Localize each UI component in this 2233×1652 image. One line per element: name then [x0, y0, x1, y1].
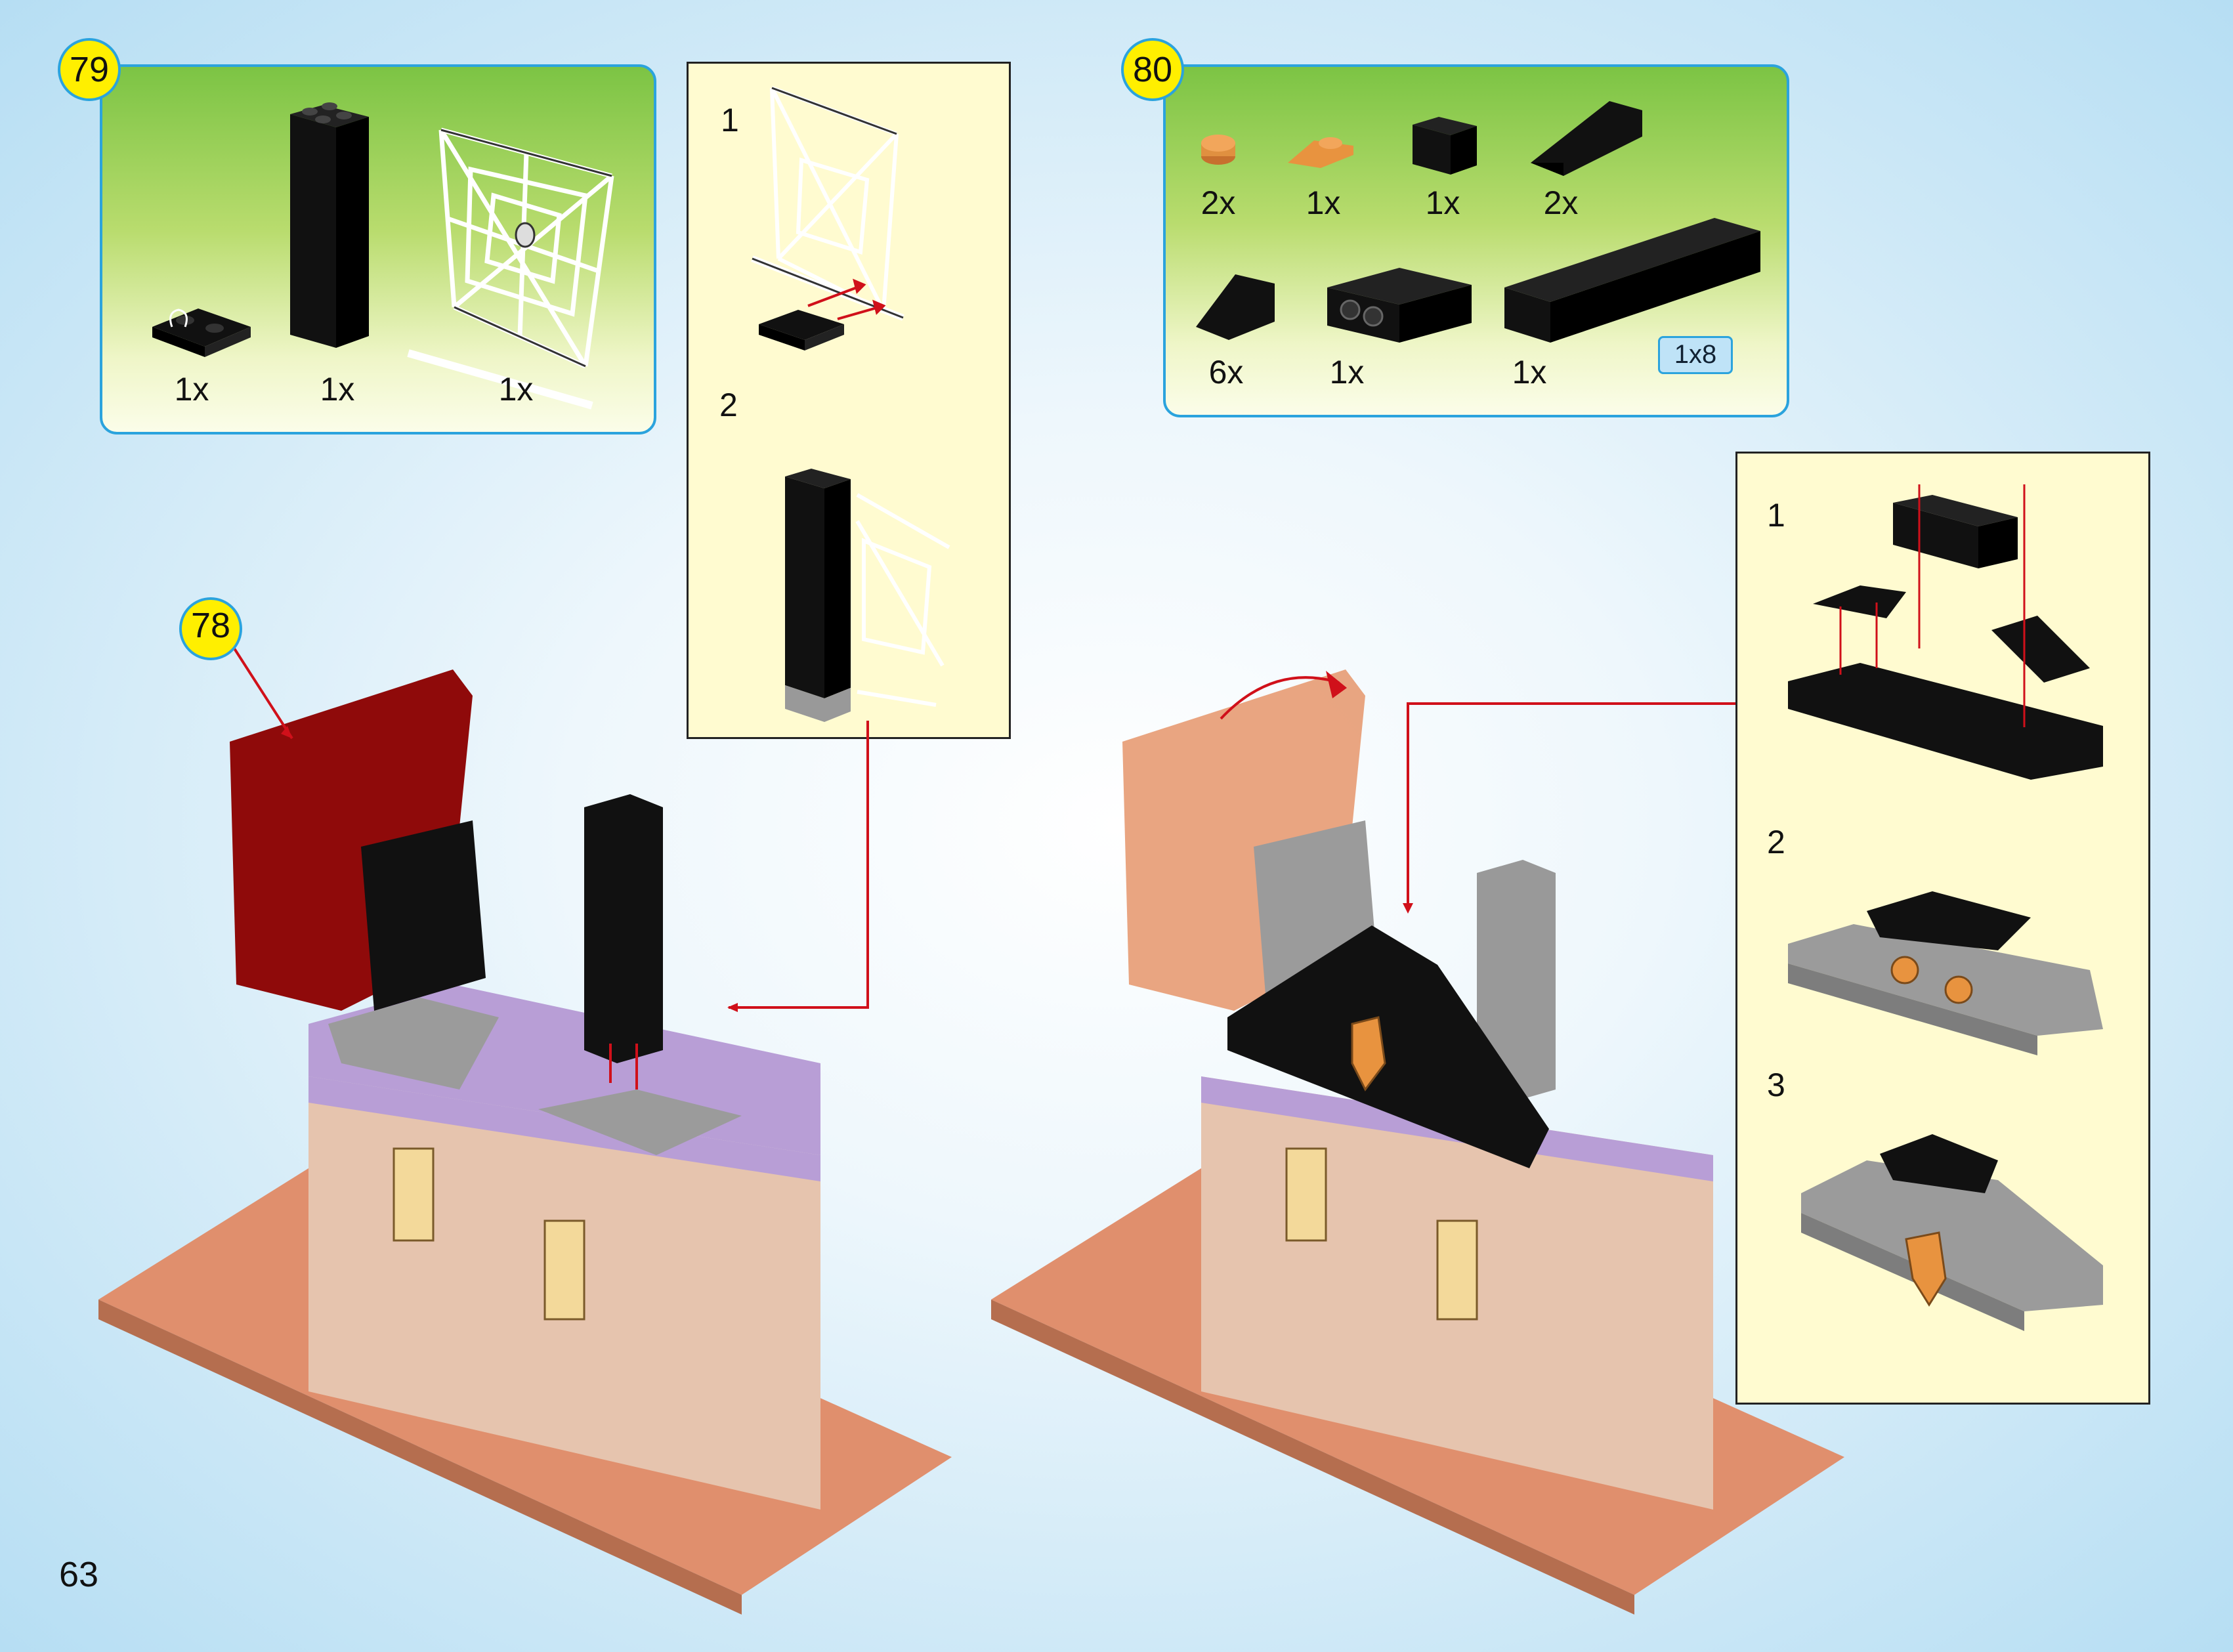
long-black-brick-icon	[1504, 218, 1760, 343]
step-79-sub-art	[751, 86, 950, 722]
left-model	[98, 645, 952, 1615]
length-tag: 1x8	[1658, 336, 1733, 374]
step-80-qty-5: 6x	[1208, 354, 1244, 391]
step-78-badge: 78	[190, 606, 231, 645]
step-79-parts-art	[152, 102, 614, 410]
plate-clip-icon	[152, 308, 251, 357]
plate-clip-sub-icon	[759, 310, 844, 350]
red-arrow-sub-1	[807, 278, 886, 320]
step-79-parts-box	[100, 64, 656, 434]
sub-3-assembly	[1801, 1134, 2103, 1331]
step-80-qty-7: 1x	[1512, 354, 1547, 391]
step-80-parts-art	[1196, 101, 1760, 343]
step-79-sub-step-2: 2	[719, 387, 738, 423]
orange-shovel-icon	[1288, 137, 1353, 168]
black-slope-icon	[1531, 101, 1642, 176]
step-79-qty-2: 1x	[320, 371, 355, 408]
step-78-badge-art	[179, 597, 242, 660]
black-brick-icon	[1413, 117, 1477, 175]
round-tile-icon	[1201, 135, 1235, 165]
step-80-sub-step-2: 2	[1767, 824, 1785, 860]
step-80-qty-2: 1x	[1306, 184, 1341, 221]
black-brick-sub-2	[785, 469, 851, 722]
step-80-sub-art	[1788, 484, 2103, 1331]
step-79-qty-1: 1x	[174, 371, 209, 408]
step-79-qty-3: 1x	[498, 371, 534, 408]
step-80-qty-3: 1x	[1425, 184, 1460, 221]
sub-1-assembly	[1788, 484, 2103, 780]
small-slope-icon	[1196, 274, 1275, 340]
step-80-qty-6: 1x	[1329, 354, 1365, 391]
tall-black-brick-icon	[290, 102, 369, 348]
step-79-badge: 79	[58, 38, 121, 101]
technic-brick-icon	[1327, 268, 1472, 343]
step-80-qty-4: 2x	[1543, 184, 1579, 221]
step-80-sub-step-1: 1	[1767, 497, 1785, 534]
step-80-qty-1: 2x	[1201, 184, 1236, 221]
sub-2-assembly	[1788, 891, 2103, 1055]
right-model	[991, 669, 1844, 1615]
step-79-sub-step-1: 1	[721, 102, 739, 138]
step-80-sub-step-3: 3	[1767, 1067, 1785, 1103]
page-number: 63	[59, 1555, 99, 1594]
step-80-badge: 80	[1121, 38, 1184, 101]
